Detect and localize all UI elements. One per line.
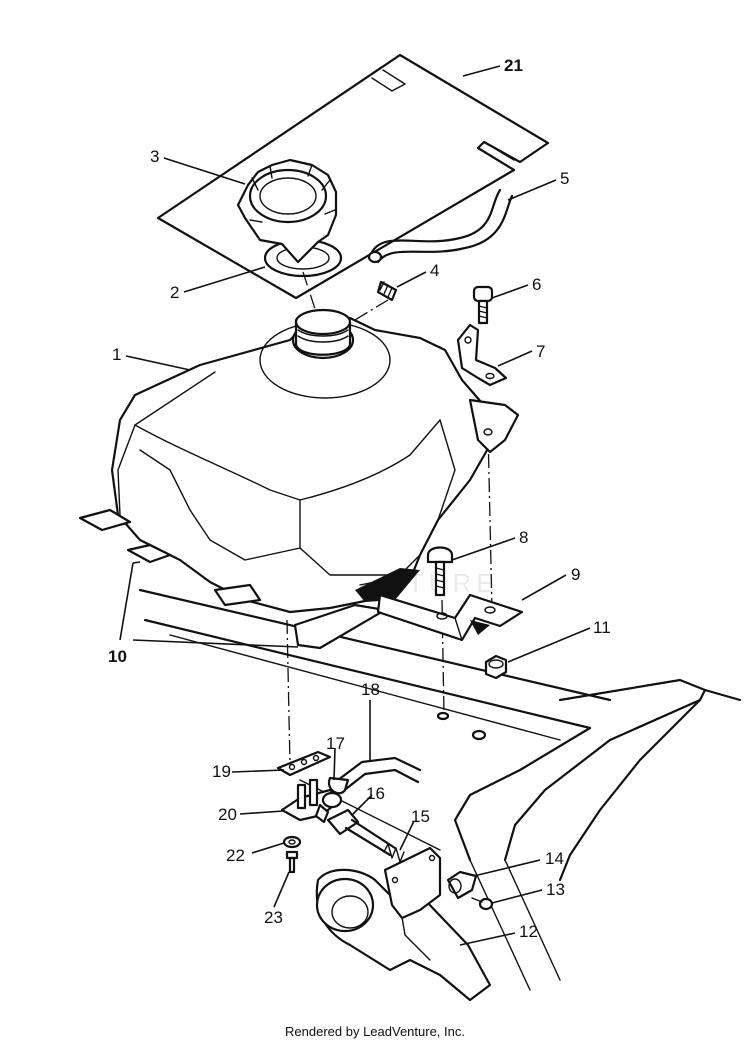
part-15-spring[interactable] bbox=[383, 843, 405, 863]
callout-12: 12 bbox=[519, 922, 538, 941]
part-13-screw[interactable] bbox=[471, 897, 494, 911]
footer-credit: Rendered by LeadVenture, Inc. bbox=[285, 1024, 465, 1039]
callout-labels: 21 3 5 4 2 6 1 7 8 9 11 10 18 17 19 16 2… bbox=[108, 56, 611, 941]
part-12-arm[interactable] bbox=[315, 868, 492, 1002]
callout-10: 10 bbox=[108, 647, 127, 666]
callout-6: 6 bbox=[532, 275, 541, 294]
callout-16: 16 bbox=[366, 784, 385, 803]
callout-17: 17 bbox=[326, 734, 345, 753]
callout-21: 21 bbox=[504, 56, 523, 75]
part-20-fuel-valve[interactable] bbox=[280, 778, 343, 824]
callout-11: 11 bbox=[593, 618, 611, 637]
callout-2: 2 bbox=[170, 283, 179, 302]
callout-3: 3 bbox=[150, 147, 159, 166]
part-4-vent-fitting[interactable] bbox=[376, 280, 398, 302]
part-7-bracket[interactable] bbox=[456, 323, 508, 387]
callout-23: 23 bbox=[264, 908, 283, 927]
part-14-bracket[interactable] bbox=[383, 846, 478, 920]
part-1-fuel-tank[interactable] bbox=[78, 308, 520, 650]
part-23-screw[interactable] bbox=[285, 850, 299, 874]
callout-8: 8 bbox=[519, 528, 528, 547]
part-22-washer[interactable] bbox=[282, 835, 302, 849]
leader-lines bbox=[119, 65, 591, 946]
callout-19: 19 bbox=[212, 762, 231, 781]
part-9-strap[interactable] bbox=[376, 593, 524, 642]
callout-7: 7 bbox=[536, 342, 545, 361]
callout-5: 5 bbox=[560, 169, 569, 188]
callout-4: 4 bbox=[430, 261, 439, 280]
part-6-bolt[interactable] bbox=[472, 285, 494, 325]
callout-20: 20 bbox=[218, 805, 237, 824]
part-3-fuel-cap[interactable] bbox=[236, 158, 338, 264]
callout-9: 9 bbox=[571, 565, 580, 584]
frame-chassis[interactable] bbox=[138, 588, 742, 991]
part-11-nut[interactable] bbox=[484, 654, 508, 680]
callout-13: 13 bbox=[546, 880, 565, 899]
part-16-valve-rod[interactable] bbox=[326, 808, 397, 857]
part-8-bolt[interactable] bbox=[426, 546, 454, 597]
callout-1: 1 bbox=[112, 345, 121, 364]
callout-15: 15 bbox=[411, 807, 430, 826]
callout-14: 14 bbox=[545, 849, 564, 868]
part-5-vent-hose[interactable] bbox=[367, 188, 514, 264]
callout-18: 18 bbox=[361, 680, 380, 699]
callout-22: 22 bbox=[226, 846, 245, 865]
part-21-pad[interactable] bbox=[156, 53, 550, 300]
part-19-plate[interactable] bbox=[276, 750, 332, 777]
